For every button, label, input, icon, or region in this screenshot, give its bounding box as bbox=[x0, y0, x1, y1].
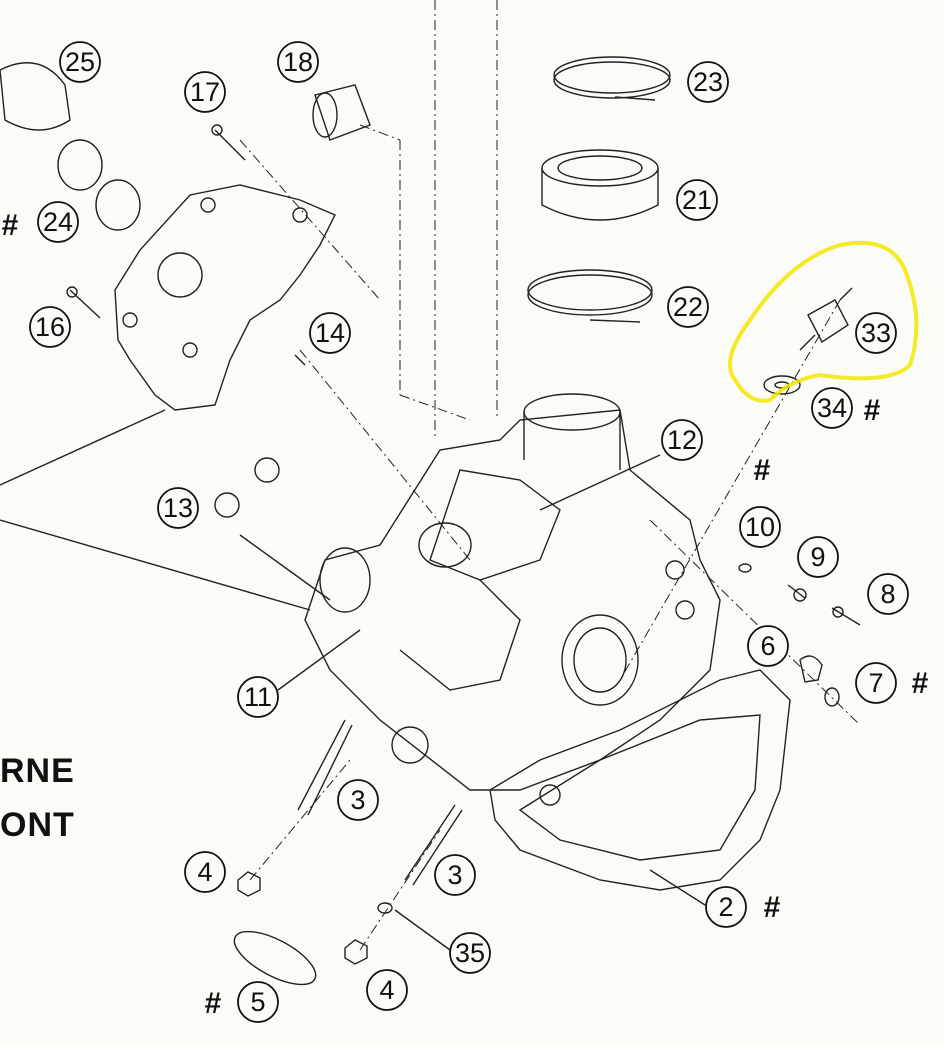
callout-4: 4 bbox=[366, 969, 408, 1011]
callout-9: 9 bbox=[797, 536, 839, 578]
hash-mark: # bbox=[205, 987, 222, 1020]
callout-number: 3 bbox=[447, 860, 462, 890]
callout-circle bbox=[855, 312, 897, 354]
callout-number: 35 bbox=[455, 938, 485, 968]
callout-circle bbox=[157, 487, 199, 529]
callout-2: 2# bbox=[705, 886, 781, 928]
callout-circle bbox=[705, 886, 747, 928]
callout-circle bbox=[855, 662, 897, 704]
hash-mark: # bbox=[912, 667, 929, 700]
callout-number: 18 bbox=[283, 47, 313, 77]
callout-circle bbox=[237, 676, 279, 718]
callout-circle bbox=[277, 41, 319, 83]
callout-14: 14 bbox=[309, 312, 351, 354]
callout-number: 23 bbox=[693, 67, 723, 97]
hash-mark: # bbox=[754, 454, 771, 487]
callout-circle bbox=[687, 61, 729, 103]
callout-23: 23 bbox=[687, 61, 729, 103]
callout-circle bbox=[747, 625, 789, 667]
callout-11: 11 bbox=[237, 676, 279, 718]
hash-mark: # bbox=[2, 209, 19, 242]
callout-circle bbox=[434, 854, 476, 896]
callout-17: 17 bbox=[184, 71, 226, 113]
callout-number: 13 bbox=[163, 493, 193, 523]
callout-circle bbox=[449, 932, 491, 974]
callout-21: 21 bbox=[676, 179, 718, 221]
highlight-outline bbox=[728, 240, 919, 403]
callout-number: 4 bbox=[197, 857, 212, 887]
callout-circle bbox=[667, 286, 709, 328]
callout-number: 5 bbox=[250, 987, 265, 1017]
callout-circle bbox=[366, 969, 408, 1011]
callout-number: 6 bbox=[760, 631, 775, 661]
callout-3: 3 bbox=[337, 779, 379, 821]
callout-12: 12 bbox=[661, 419, 703, 461]
callout-number: 24 bbox=[43, 207, 73, 237]
callout-number: 10 bbox=[745, 512, 775, 542]
callout-number: 21 bbox=[682, 185, 712, 215]
callout-number: 25 bbox=[65, 47, 95, 77]
callout-6: 6 bbox=[747, 625, 789, 667]
callout-circle bbox=[184, 71, 226, 113]
callout-number: 33 bbox=[861, 318, 891, 348]
callout-number: 22 bbox=[673, 292, 703, 322]
callout-3: 3 bbox=[434, 854, 476, 896]
callout-circle bbox=[337, 779, 379, 821]
callout-circle bbox=[867, 573, 909, 615]
callout-circle bbox=[661, 419, 703, 461]
callout-13: 13 bbox=[157, 487, 199, 529]
callout-circle bbox=[29, 306, 71, 348]
callout-circle bbox=[309, 312, 351, 354]
callout-33: 33 bbox=[855, 312, 897, 354]
callout-24: 24 # bbox=[2, 201, 79, 243]
callout-number: 17 bbox=[190, 77, 220, 107]
callout-number: 2 bbox=[718, 892, 733, 922]
callout-circle bbox=[739, 506, 781, 548]
callout-number: 4 bbox=[379, 975, 394, 1005]
callout-circle bbox=[59, 41, 101, 83]
callout-circle bbox=[37, 201, 79, 243]
callout-number: 7 bbox=[868, 668, 883, 698]
callout-7: 7# bbox=[855, 662, 929, 704]
callout-4: 4 bbox=[184, 851, 226, 893]
callout-circle bbox=[237, 981, 279, 1023]
callout-number: 11 bbox=[244, 682, 272, 712]
callout-22: 22 bbox=[667, 286, 709, 328]
callout-18: 18 bbox=[277, 41, 319, 83]
callout-circle bbox=[811, 387, 853, 429]
callout-number: 16 bbox=[35, 312, 65, 342]
callout-10: 10 # bbox=[739, 454, 781, 548]
callout-number: 9 bbox=[810, 542, 825, 572]
title-fragment-1: RNE bbox=[0, 752, 75, 790]
callout-25: 25 bbox=[59, 41, 101, 83]
callout-circle bbox=[676, 179, 718, 221]
hash-mark: # bbox=[764, 891, 781, 924]
callout-number: 3 bbox=[350, 785, 365, 815]
callout-8: 8 bbox=[867, 573, 909, 615]
hash-mark: # bbox=[864, 394, 881, 427]
callout-circle bbox=[184, 851, 226, 893]
title-fragment-2: ONT bbox=[0, 806, 75, 844]
callout-number: 8 bbox=[880, 579, 895, 609]
callout-35: 35 bbox=[449, 932, 491, 974]
callout-number: 14 bbox=[315, 318, 345, 348]
callout-circle bbox=[797, 536, 839, 578]
callout-5: 5# bbox=[205, 981, 279, 1023]
callout-34: 34 # bbox=[811, 387, 881, 429]
callout-number: 34 bbox=[817, 393, 847, 423]
callout-16: 16 bbox=[29, 306, 71, 348]
callout-number: 12 bbox=[667, 425, 697, 455]
